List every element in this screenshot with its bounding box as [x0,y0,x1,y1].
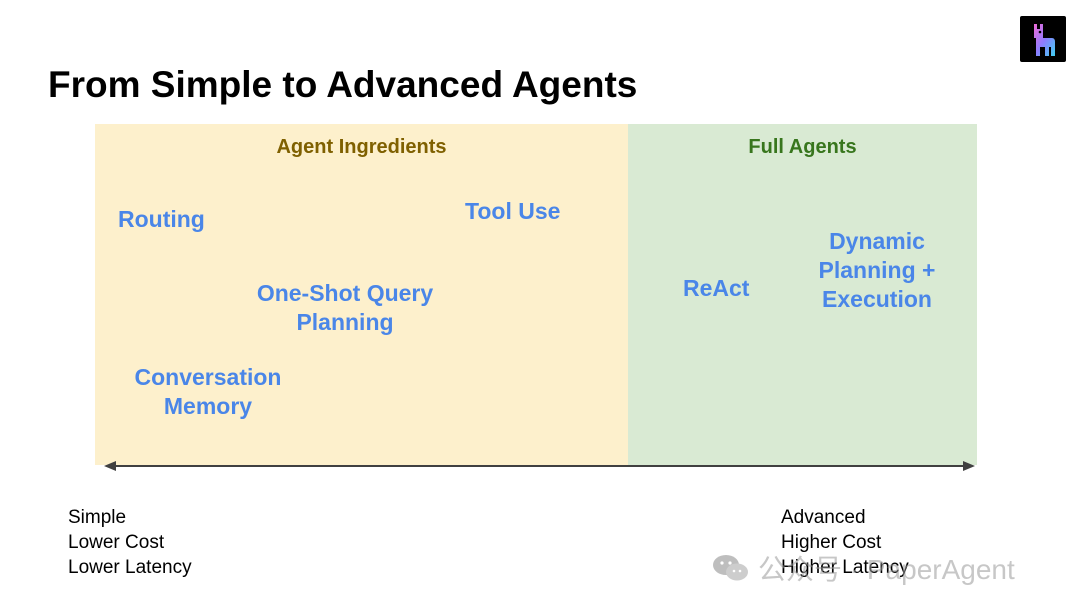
full-agents-panel [628,124,977,465]
wechat-icon [713,555,748,581]
item-conversation-memory: Conversation Memory [134,364,282,419]
axis-left-label: Lower Cost [68,532,165,553]
axis-right-label: Advanced [781,507,866,528]
axis-left-label: Simple [68,507,127,528]
axis-right-label: Higher Cost [781,532,882,553]
item-react: ReAct [683,275,750,301]
item-tool-use: Tool Use [465,198,561,224]
agent-ingredients-panel [95,124,628,465]
item-dynamic-planning-execution: Dynamic Planning + Execution [818,228,936,312]
item-routing: Routing [118,206,205,232]
watermark-text: 公众号 · PaperAgent [758,554,1015,585]
axis-right-label: Higher Latency [781,557,909,578]
item-one-shot-query-planning: One-Shot Query Planning [256,280,434,335]
axis-right-labels: Advanced Higher Cost Higher Latency [781,505,909,580]
axis-left-labels: Simple Lower Cost Lower Latency [68,505,192,580]
watermark: 公众号 · PaperAgent [712,548,1015,588]
axis-left-label: Lower Latency [68,557,192,578]
agent-ingredients-heading: Agent Ingredients [276,136,447,158]
page-title: From Simple to Advanced Agents [48,64,638,105]
llama-logo-icon [1020,16,1066,62]
full-agents-heading: Full Agents [748,136,857,158]
